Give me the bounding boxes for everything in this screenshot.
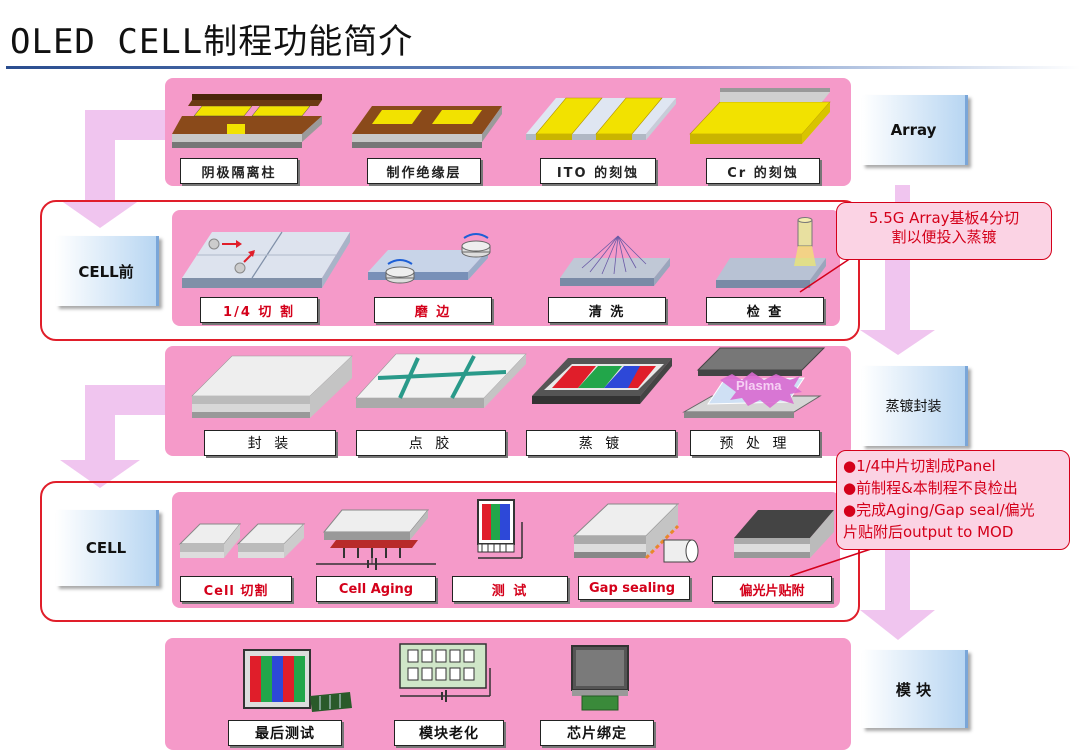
stage-cell-pre: CELL前 bbox=[56, 236, 159, 306]
label-pretreatment: 预 处 理 bbox=[690, 430, 820, 456]
pretreatment-illustration: Plasma bbox=[682, 347, 826, 418]
callout-cell-pre-line-1: 5.5G Array基板4分切 bbox=[868, 209, 1020, 227]
label-cell-cut: Cell 切割 bbox=[180, 576, 292, 602]
callout-cell-line-2: ●前制程&本制程不良检出 bbox=[843, 479, 1018, 497]
dispensing-illustration bbox=[355, 353, 527, 408]
testing-illustration bbox=[477, 499, 523, 559]
label-chip-bonding: 芯片绑定 bbox=[540, 720, 654, 746]
label-dispensing: 点 胶 bbox=[356, 430, 506, 456]
stage-evap: 蒸镀封装 bbox=[862, 366, 968, 446]
label-edge-grind: 磨 边 bbox=[374, 297, 492, 323]
cell-highlight bbox=[40, 481, 860, 622]
cell-cut-illustration bbox=[178, 523, 306, 558]
label-encapsulation: 封 装 bbox=[204, 430, 336, 456]
callout-cell-pre: 5.5G Array基板4分切 割以便投入蒸镀 bbox=[836, 202, 1052, 260]
label-polarizer-attach: 偏光片贴附 bbox=[712, 576, 832, 602]
edge-grind-illustration bbox=[368, 233, 491, 284]
callout-cell-line-3: ●完成Aging/Gap seal/偏光 bbox=[843, 501, 1035, 519]
label-quarter-cut: 1/4 切 割 bbox=[200, 297, 318, 323]
label-ito-etch: ITO 的刻蚀 bbox=[540, 158, 656, 184]
arrow-right-2 bbox=[860, 500, 935, 640]
cell-pre-highlight bbox=[40, 200, 860, 341]
gap-sealing-illustration bbox=[572, 503, 699, 563]
page-title: OLED CELL制程功能简介 bbox=[10, 22, 414, 62]
label-module-aging: 模块老化 bbox=[394, 720, 504, 746]
quarter-cut-illustration bbox=[182, 231, 350, 288]
label-cr-etch: Cr 的刻蚀 bbox=[706, 158, 820, 184]
encapsulation-illustration bbox=[191, 355, 353, 418]
cathode-separator-illustration bbox=[172, 94, 322, 148]
cleaning-illustration bbox=[560, 235, 670, 286]
label-insulation-layer: 制作绝缘层 bbox=[367, 158, 481, 184]
label-evaporation: 蒸 镀 bbox=[526, 430, 676, 456]
chip-bonding-illustration bbox=[571, 645, 629, 711]
ito-etch-illustration bbox=[526, 97, 676, 140]
callout-cell-pre-line-2: 割以便投入蒸镀 bbox=[891, 228, 997, 246]
stage-module: 模 块 bbox=[862, 650, 968, 728]
title-underline bbox=[6, 66, 1080, 69]
label-final-test: 最后测试 bbox=[228, 720, 342, 746]
cell-aging-illustration bbox=[316, 509, 436, 570]
arrow-left-2 bbox=[60, 385, 165, 488]
callout-cell-line-4: 片贴附后output to MOD bbox=[843, 523, 1014, 541]
label-gap-sealing: Gap sealing bbox=[578, 576, 690, 600]
arrow-right-1 bbox=[860, 185, 935, 355]
module-aging-illustration bbox=[399, 643, 491, 702]
final-test-illustration bbox=[243, 649, 352, 712]
label-cell-aging: Cell Aging bbox=[316, 576, 436, 602]
insulation-layer-illustration bbox=[352, 106, 502, 148]
inspection-illustration bbox=[716, 217, 826, 288]
label-cleaning: 清 洗 bbox=[548, 297, 666, 323]
arrow-left-1 bbox=[60, 110, 165, 228]
stage-cell: CELL bbox=[56, 510, 159, 586]
evaporation-illustration bbox=[532, 358, 672, 404]
callout-cell: ●1/4中片切割成Panel ●前制程&本制程不良检出 ●完成Aging/Gap… bbox=[836, 450, 1070, 550]
cr-etch-illustration bbox=[689, 88, 831, 144]
label-testing: 测 试 bbox=[452, 576, 568, 602]
callout-cell-line-1: ●1/4中片切割成Panel bbox=[843, 457, 996, 475]
label-cathode-separator: 阴极隔离柱 bbox=[180, 158, 298, 184]
label-inspection: 检 查 bbox=[706, 297, 824, 323]
polarizer-attach-illustration bbox=[734, 510, 834, 558]
stage-array: Array bbox=[862, 95, 968, 165]
plasma-text: Plasma bbox=[736, 378, 782, 393]
